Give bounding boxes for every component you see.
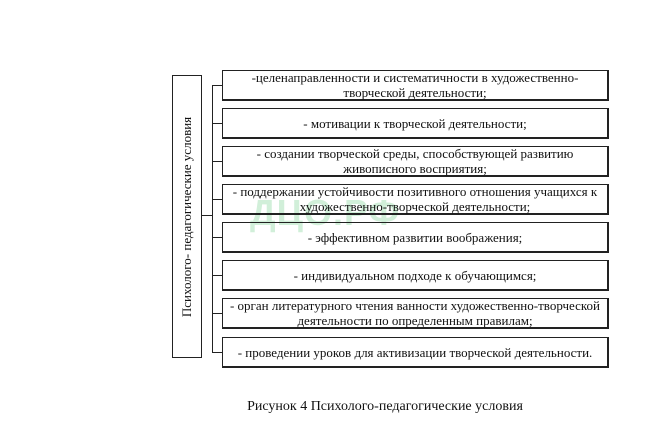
condition-text: - мотивации к творческой деятельности;: [303, 115, 527, 131]
condition-text: - эффективном развитии воображения;: [307, 229, 523, 245]
connector-branch: [212, 123, 222, 124]
root-box: Психолого- педагогические условия: [172, 75, 202, 358]
condition-box: -целенаправленности и систематичности в …: [222, 70, 609, 101]
watermark: ДЦО.РФ: [250, 192, 401, 233]
condition-text: - поддержании устойчивости позитивного о…: [232, 184, 598, 214]
connector-branch: [212, 352, 222, 353]
condition-box: - мотивации к творческой деятельности;: [222, 108, 609, 139]
condition-box: - проведении уроков для активизации твор…: [222, 337, 609, 368]
condition-text: - создании творческой среды, способствую…: [256, 146, 574, 176]
condition-box: - эффективном развитии воображения;: [222, 222, 609, 253]
connector-branch: [212, 161, 222, 162]
figure-caption: Рисунок 4 Психолого-педагогические услов…: [247, 399, 523, 414]
connector-branch: [212, 275, 222, 276]
condition-box: - орган литературного чтения ванности ху…: [222, 298, 609, 329]
condition-box: - поддержании устойчивости позитивного о…: [222, 184, 609, 215]
condition-box: - индивидуальном подходе к обучающимся;: [222, 260, 609, 291]
connector-branch: [212, 199, 222, 200]
connector-branch: [212, 313, 222, 314]
condition-text: -целенаправленности и систематичности в …: [251, 70, 579, 100]
condition-text: - проведении уроков для активизации твор…: [237, 344, 593, 360]
condition-text: - индивидуальном подходе к обучающимся;: [293, 267, 537, 283]
connector-branch: [212, 85, 222, 86]
root-label: Психолого- педагогические условия: [179, 116, 194, 317]
connector-branch: [212, 237, 222, 238]
condition-box: - создании творческой среды, способствую…: [222, 146, 609, 177]
connector-root: [202, 215, 213, 216]
connector-spine: [212, 85, 213, 353]
condition-text: - орган литературного чтения ванности ху…: [229, 298, 601, 328]
